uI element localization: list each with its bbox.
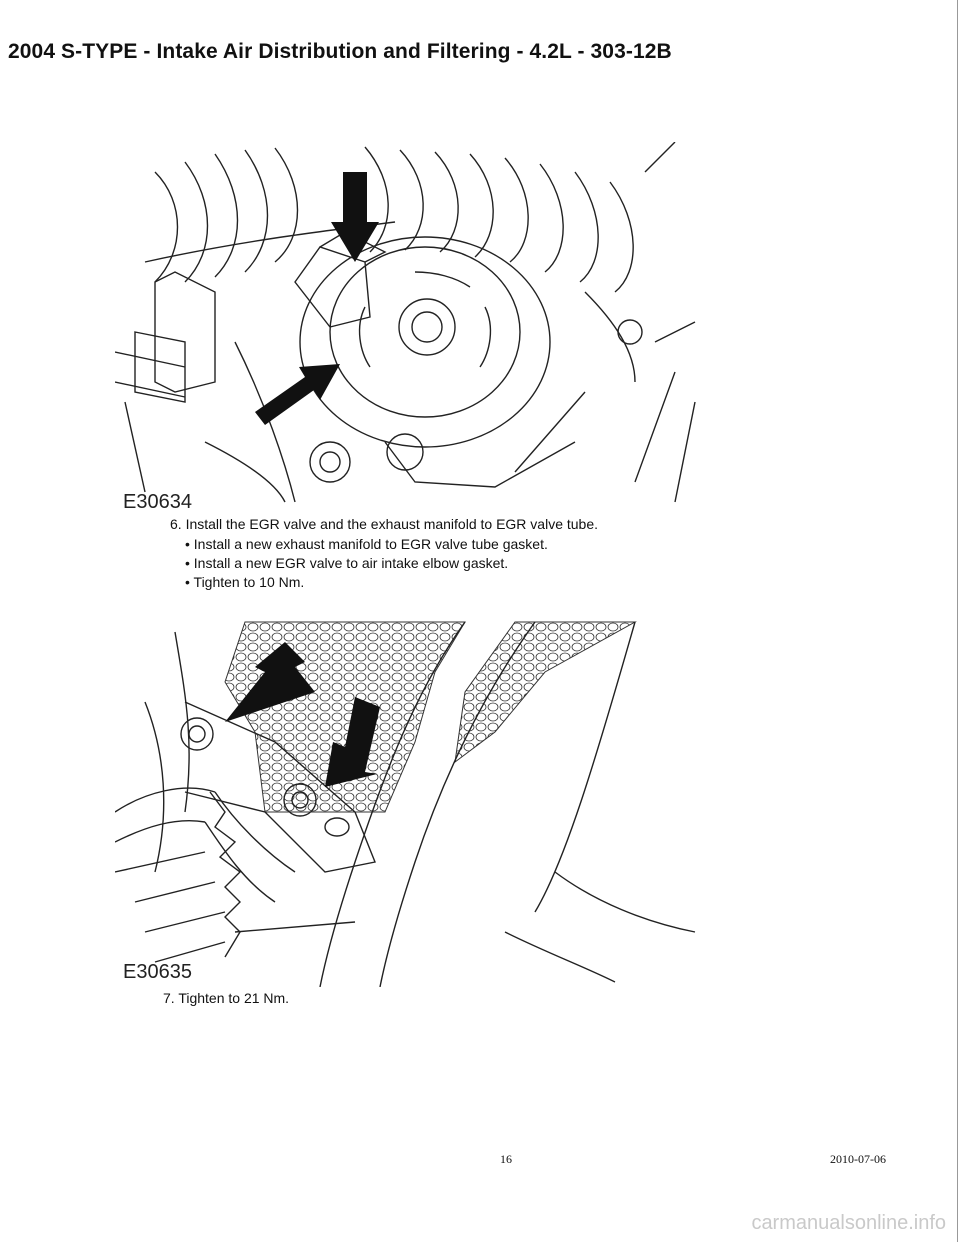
step-7-text: 7. Tighten to 21 Nm. bbox=[163, 990, 290, 1006]
page-number: 16 bbox=[500, 1152, 512, 1166]
figure-2-label: E30635 bbox=[123, 961, 192, 983]
figure-egr-valve: E30634 bbox=[115, 142, 715, 517]
watermark: carmanualsonline.info bbox=[751, 1212, 946, 1234]
egr-valve-illustration: E30634 bbox=[115, 142, 696, 513]
step-6-bullet-1: • Install a new exhaust manifold to EGR … bbox=[185, 536, 548, 552]
page-title: 2004 S-TYPE - Intake Air Distribution an… bbox=[8, 40, 672, 63]
step-6-bullet-3: • Tighten to 10 Nm. bbox=[185, 574, 305, 590]
figure-egr-tube: E30635 bbox=[115, 612, 715, 987]
scan-edge-line bbox=[957, 0, 958, 1242]
egr-tube-bolts-illustration: E30635 bbox=[115, 621, 696, 987]
step-6-text: 6. Install the EGR valve and the exhaust… bbox=[170, 516, 599, 532]
footer-date: 2010-07-06 bbox=[830, 1152, 886, 1166]
figure-1-label: E30634 bbox=[123, 491, 192, 513]
step-6-bullet-2: • Install a new EGR valve to air intake … bbox=[185, 555, 509, 571]
